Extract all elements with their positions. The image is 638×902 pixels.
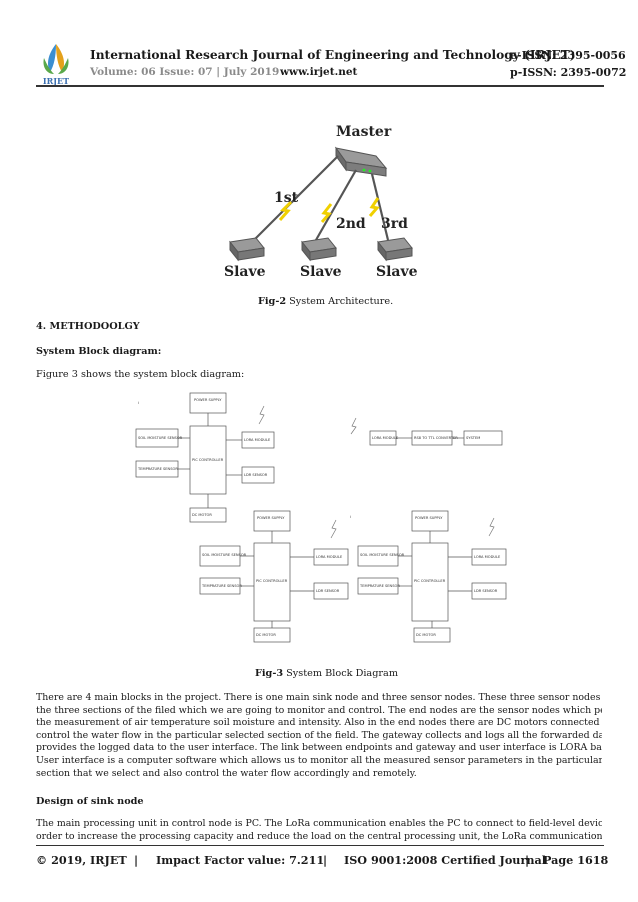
svg-text:SYSTEM: SYSTEM [466, 436, 480, 440]
logo-text: IRJET [43, 76, 69, 86]
svg-text:TEMPRATURE SENSOR: TEMPRATURE SENSOR [201, 584, 242, 588]
slave-label-3: Slave [376, 264, 418, 280]
link-1st-label: 1st [274, 190, 299, 206]
website-link[interactable]: www.irjet.net [280, 66, 358, 78]
svg-text:RS8 TO TTL CONVERTER: RS8 TO TTL CONVERTER [414, 436, 458, 440]
footer-separator-1: | [134, 853, 139, 867]
svg-text:PIC CONTROLLER: PIC CONTROLLER [256, 579, 288, 583]
svg-text:DC MOTOR: DC MOTOR [416, 633, 436, 637]
svg-text:POWER SUPPLY: POWER SUPPLY [257, 516, 285, 520]
svg-text:SOIL MOISTURE SENSOR: SOIL MOISTURE SENSOR [202, 553, 247, 557]
e-issn: e-ISSN: 2395-0056 [510, 49, 626, 62]
slave-router-icon-2 [301, 237, 337, 262]
heading-sink-node: Design of sink node [36, 796, 144, 807]
master-label: Master [336, 124, 392, 140]
svg-text:LDR SENSOR: LDR SENSOR [316, 589, 340, 593]
figure-3-block-diagram: i i POWER SUPPLY SOIL MOISTURE SENSOR TE… [135, 392, 507, 643]
svg-text:PIC CONTROLLER: PIC CONTROLLER [192, 458, 224, 462]
section-heading: 4. METHODOOLGY [36, 321, 140, 332]
slave-label-1: Slave [224, 264, 266, 280]
svg-text:SOIL MOISTURE SENSOR: SOIL MOISTURE SENSOR [138, 436, 183, 440]
footer-separator-3: | [525, 853, 530, 867]
slave-router-icon-1 [229, 237, 265, 262]
footer-copyright: © 2019, IRJET [36, 853, 127, 867]
svg-text:TEMPRATURE SENSOR: TEMPRATURE SENSOR [137, 467, 178, 471]
paragraph-sink-node: The main processing unit in control node… [36, 818, 602, 842]
footer-rule [36, 845, 604, 846]
svg-text:LORA MODULE: LORA MODULE [244, 438, 271, 442]
svg-text:POWER SUPPLY: POWER SUPPLY [194, 398, 222, 402]
svg-text:LDR SENSOR: LDR SENSOR [244, 473, 268, 477]
paragraph-blocks: There are 4 main blocks in the project. … [36, 692, 602, 779]
footer-page-number: Page 1618 [543, 853, 609, 867]
p-issn: p-ISSN: 2395-0072 [510, 66, 627, 79]
link-3rd-label: 3rd [381, 216, 408, 232]
svg-text:DC MOTOR: DC MOTOR [256, 633, 276, 637]
svg-text:LORA MODULE: LORA MODULE [372, 436, 399, 440]
footer-separator-2: | [323, 853, 328, 867]
svg-text:LORA MODULE: LORA MODULE [316, 555, 343, 559]
footer-impact-factor: Impact Factor value: 7.211 [156, 853, 325, 867]
svg-text:POWER SUPPLY: POWER SUPPLY [415, 516, 443, 520]
irjet-logo: IRJET [43, 44, 69, 86]
figure-3-caption: Fig-3 System Block Diagram [255, 668, 399, 679]
intro-text: Figure 3 shows the system block diagram: [36, 369, 245, 380]
subheading-block-diagram: System Block diagram: [36, 346, 162, 357]
svg-text:i: i [138, 401, 139, 405]
journal-title: International Research Journal of Engine… [90, 48, 576, 62]
svg-text:TEMPRATURE SENSOR: TEMPRATURE SENSOR [359, 584, 400, 588]
volume-issue: Volume: 06 Issue: 07 | July 2019 [90, 66, 280, 78]
svg-text:i: i [350, 515, 351, 519]
figure-2-caption: Fig-2 System Architecture. [258, 296, 394, 307]
master-router-icon [334, 146, 388, 177]
link-2nd-label: 2nd [336, 216, 366, 232]
svg-text:LORA MODULE: LORA MODULE [474, 555, 501, 559]
svg-text:PIC CONTROLLER: PIC CONTROLLER [414, 579, 446, 583]
slave-router-icon-3 [377, 237, 413, 262]
slave-label-2: Slave [300, 264, 342, 280]
header-rule [36, 85, 604, 87]
svg-text:SOIL MOISTURE SENSOR: SOIL MOISTURE SENSOR [360, 553, 405, 557]
svg-text:DC MOTOR: DC MOTOR [192, 513, 212, 517]
footer-iso: ISO 9001:2008 Certified Journal [344, 853, 546, 867]
svg-text:LDR SENSOR: LDR SENSOR [474, 589, 498, 593]
figure-2-system-architecture: Master 1st 2nd 3rd Slave Slave Slave [224, 124, 418, 280]
